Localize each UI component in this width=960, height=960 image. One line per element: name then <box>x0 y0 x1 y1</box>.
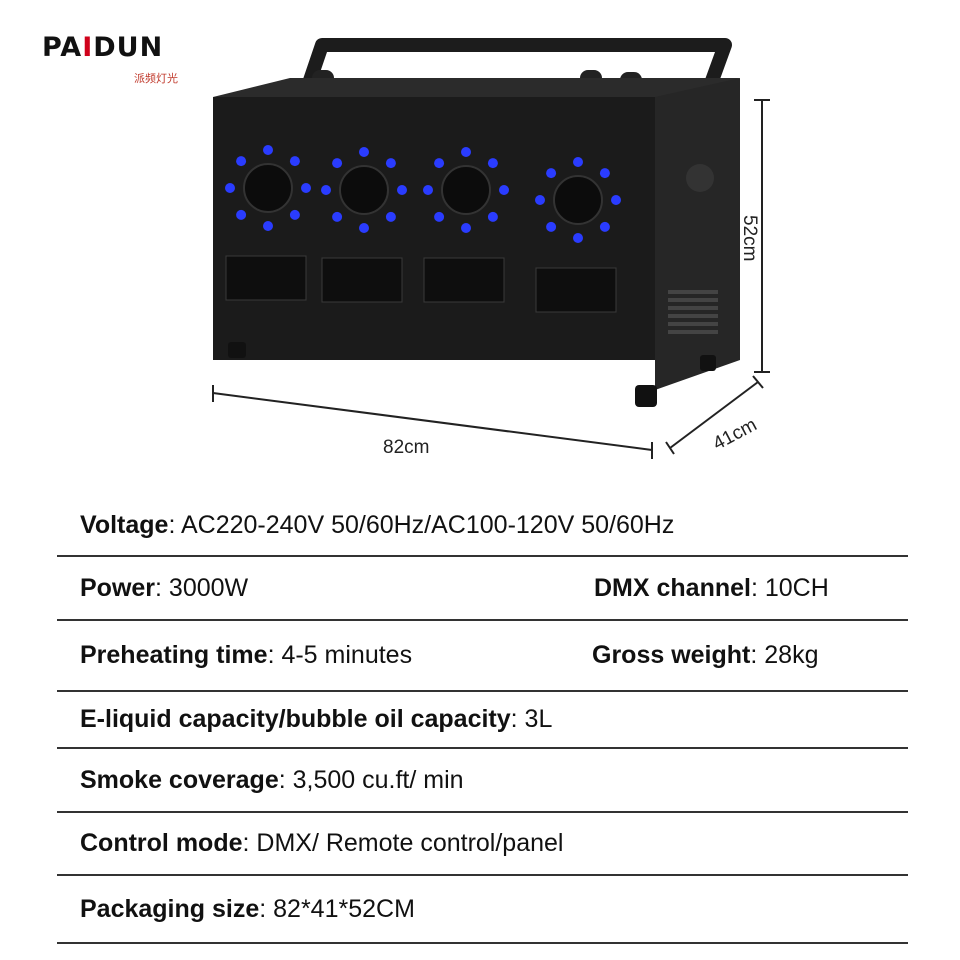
led <box>332 158 343 169</box>
bubble-outlet <box>225 255 307 301</box>
capacity-label: E-liquid capacity/bubble oil capacity <box>80 705 511 733</box>
led <box>434 158 445 169</box>
emitter-module <box>423 147 509 303</box>
led <box>236 156 247 167</box>
led <box>434 211 445 222</box>
packaging-label: Packaging size <box>80 894 260 923</box>
height-dimension: 52cm <box>739 215 760 262</box>
nozzle <box>553 175 603 225</box>
led <box>385 211 396 222</box>
led <box>599 221 610 232</box>
led <box>461 223 471 233</box>
brand-subtitle: 派频灯光 <box>134 72 178 85</box>
led <box>385 158 396 169</box>
control-label: Control mode <box>80 829 243 857</box>
spec-row-power: Power : 3000W DMX channel : 10CH <box>57 557 908 621</box>
product-image <box>212 38 770 459</box>
bubble-outlet <box>535 267 617 313</box>
led <box>263 221 273 231</box>
voltage-label: Voltage <box>80 510 169 539</box>
weight-value: : 28kg <box>750 641 819 669</box>
led <box>397 185 407 195</box>
led <box>359 147 369 157</box>
led <box>423 185 433 195</box>
spec-table: Voltage : AC220-240V 50/60Hz/AC100-120V … <box>57 495 908 944</box>
coverage-label: Smoke coverage <box>80 765 279 794</box>
nozzle <box>243 163 293 213</box>
spec-row-capacity: E-liquid capacity/bubble oil capacity : … <box>57 692 908 749</box>
led <box>499 185 509 195</box>
spec-row-coverage: Smoke coverage : 3,500 cu.ft/ min <box>57 749 908 813</box>
led <box>289 209 300 220</box>
control-value: : DMX/ Remote control/panel <box>242 829 564 857</box>
power-value: : 3000W <box>155 573 249 602</box>
brand-name: PAIDUN <box>42 32 164 63</box>
nozzle <box>441 165 491 215</box>
led <box>573 157 583 167</box>
led <box>546 221 557 232</box>
dmx-value: : 10CH <box>750 573 829 602</box>
bubble-outlet <box>321 257 403 303</box>
spec-row-control: Control mode : DMX/ Remote control/panel <box>57 813 908 876</box>
led <box>359 223 369 233</box>
led <box>236 209 247 220</box>
led <box>573 233 583 243</box>
led <box>321 185 331 195</box>
led <box>461 147 471 157</box>
led <box>487 158 498 169</box>
emitter-module <box>225 145 311 301</box>
led <box>263 145 273 155</box>
spec-row-packaging: Packaging size : 82*41*52CM <box>57 876 908 944</box>
nozzle <box>339 165 389 215</box>
led <box>546 168 557 179</box>
bubble-outlet <box>423 257 505 303</box>
packaging-value: : 82*41*52CM <box>259 894 415 923</box>
preheat-value: : 4-5 minutes <box>267 641 413 669</box>
led <box>289 156 300 167</box>
led <box>599 168 610 179</box>
preheat-label: Preheating time <box>80 641 268 669</box>
led <box>611 195 621 205</box>
emitter-module <box>535 157 621 313</box>
voltage-value: : AC220-240V 50/60Hz/AC100-120V 50/60Hz <box>168 510 675 539</box>
spec-row-preheat: Preheating time : 4-5 minutes Gross weig… <box>57 621 908 692</box>
led <box>535 195 545 205</box>
width-dimension: 82cm <box>383 437 430 458</box>
weight-label: Gross weight <box>592 641 751 669</box>
spec-row-voltage: Voltage : AC220-240V 50/60Hz/AC100-120V … <box>57 495 908 557</box>
dmx-label: DMX channel <box>594 573 751 602</box>
led <box>301 183 311 193</box>
emitter-module <box>321 147 407 303</box>
brand-logo: PAIDUN 派频灯光 <box>42 32 178 85</box>
led <box>225 183 235 193</box>
capacity-value: : 3L <box>510 705 553 733</box>
led <box>487 211 498 222</box>
led <box>332 211 343 222</box>
coverage-value: : 3,500 cu.ft/ min <box>278 765 464 794</box>
power-label: Power <box>80 573 156 602</box>
